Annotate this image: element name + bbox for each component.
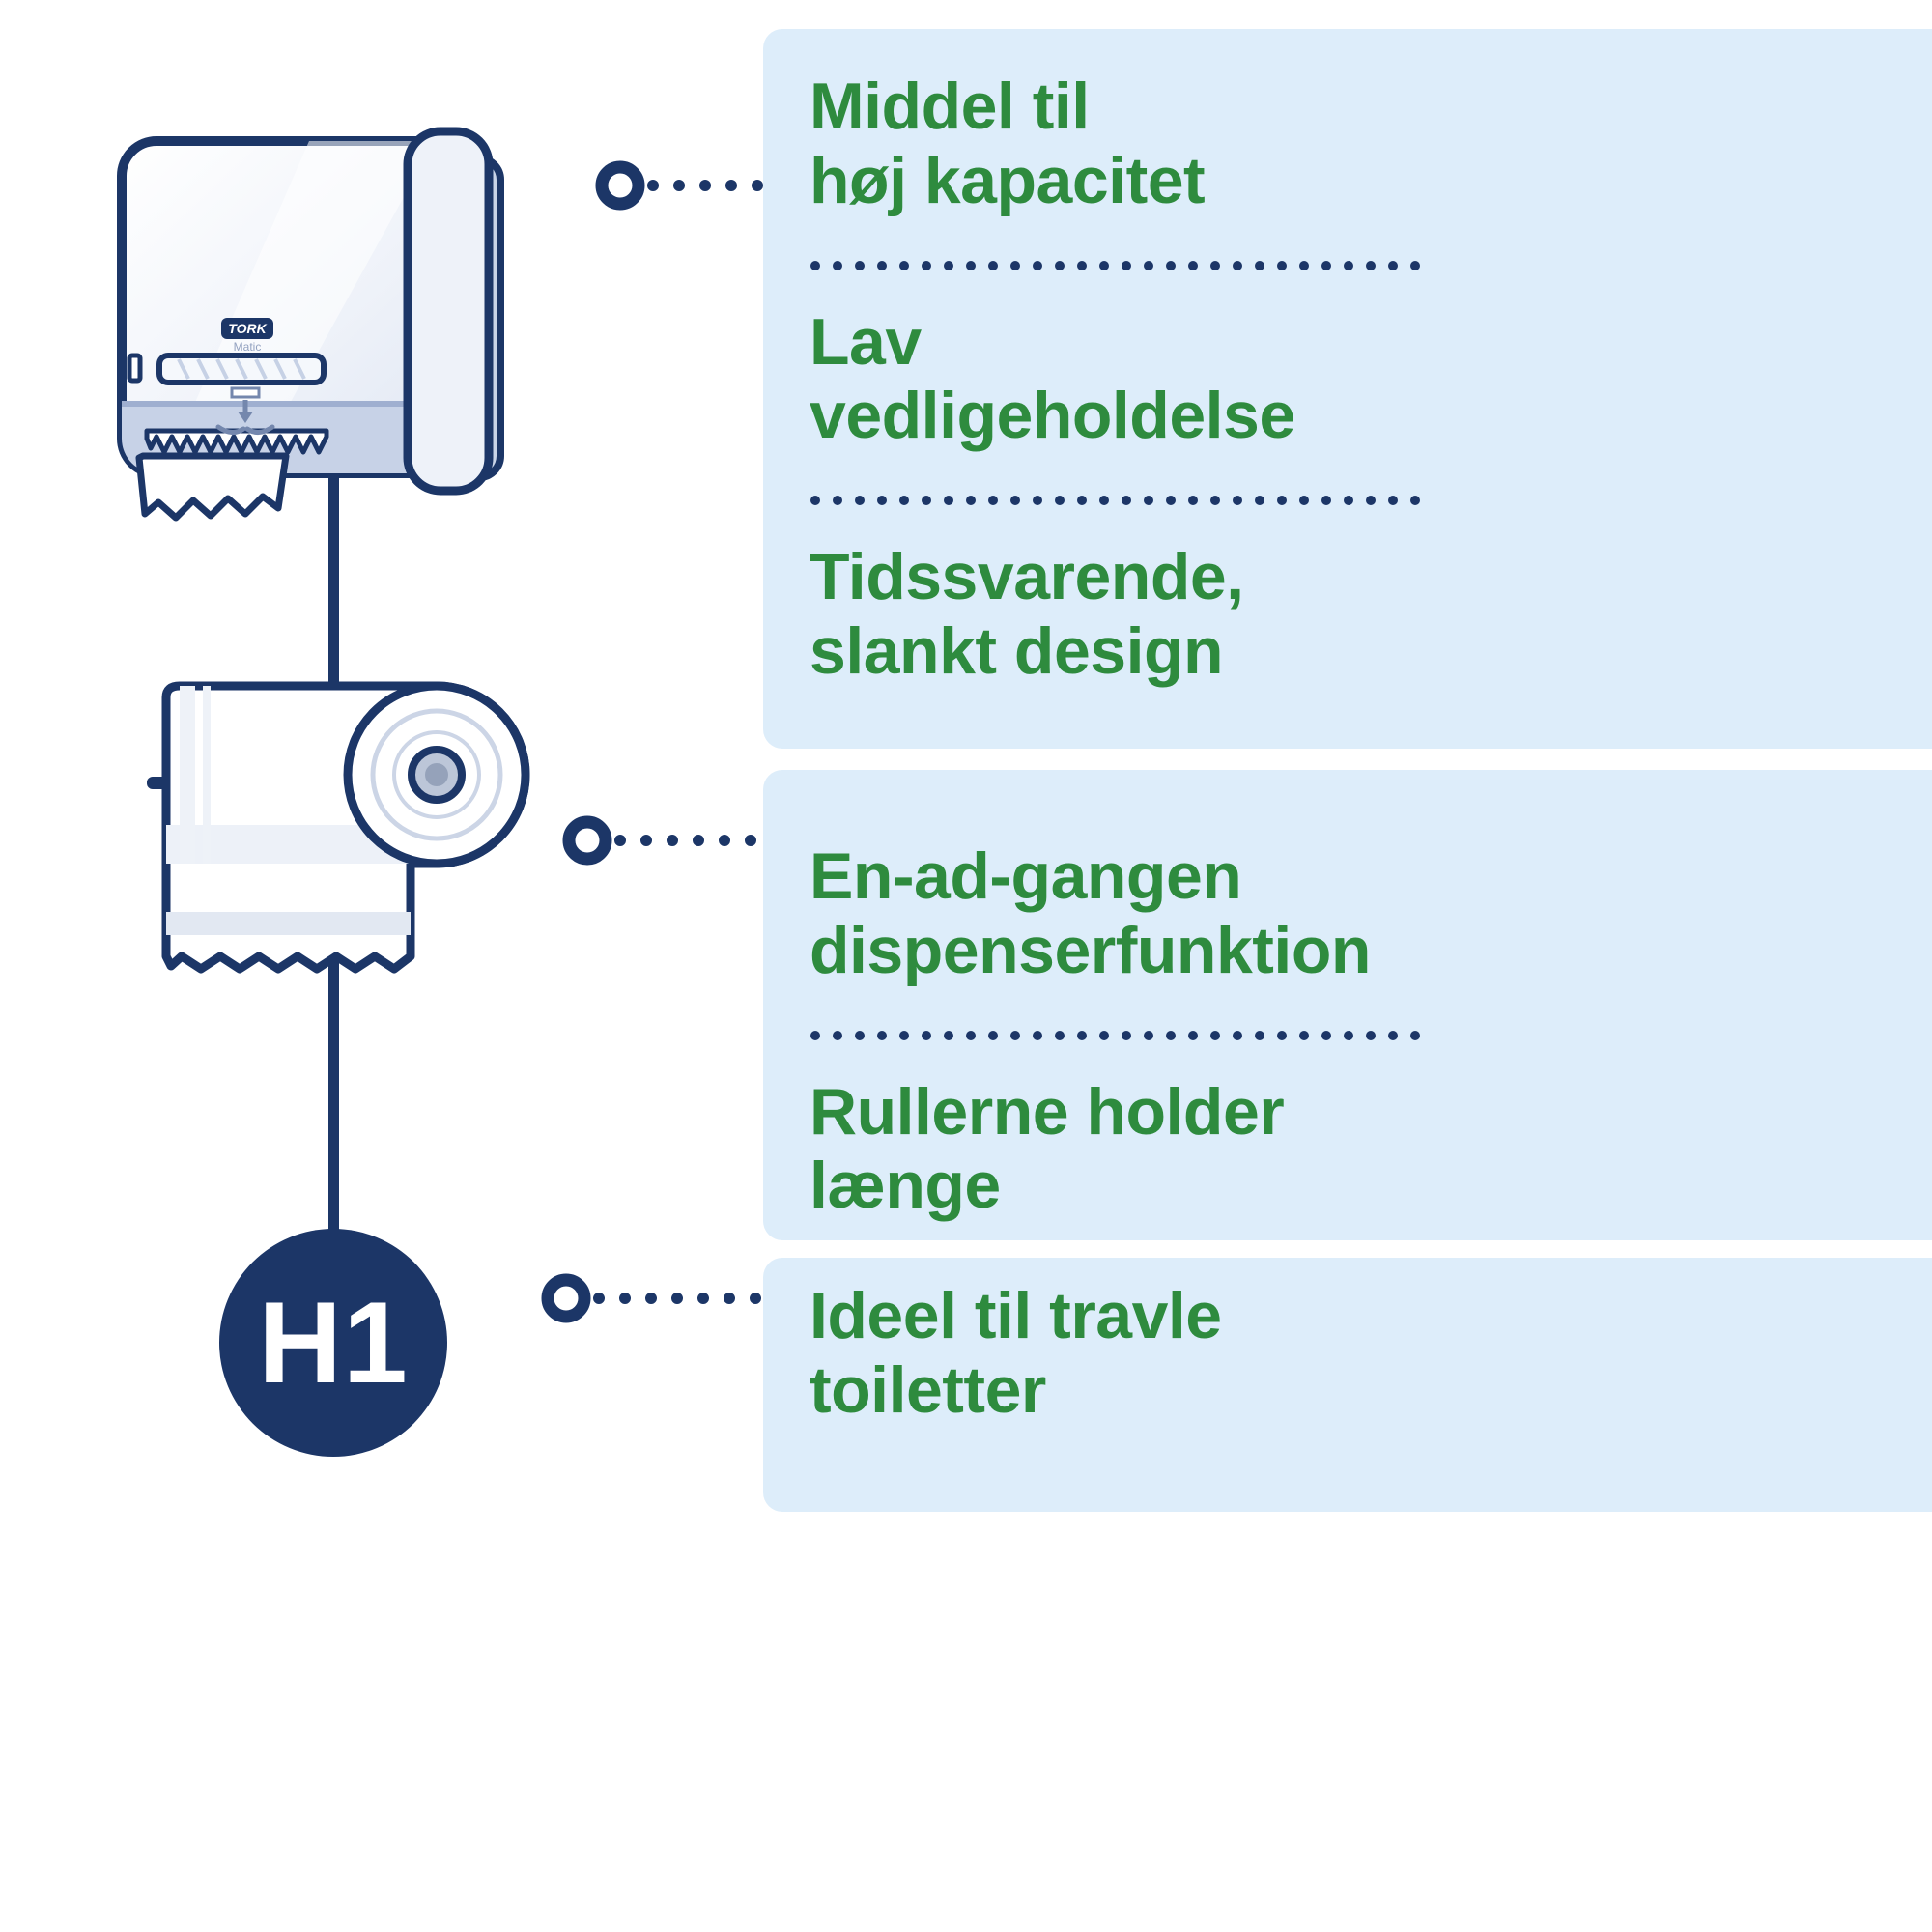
dotted-divider: [810, 259, 1903, 270]
feature-text: Tidssvarende, slankt design: [810, 540, 1244, 689]
feature-text: Ideel til travle toiletter: [810, 1279, 1222, 1427]
dotted-divider: [810, 494, 1903, 506]
roll-end-cap: [343, 681, 530, 868]
feature-text: Rullerne holder længe: [810, 1074, 1285, 1223]
feature-panel-system: Ideel til travle toiletter: [763, 1258, 1932, 1512]
feature-panel-roll: En-ad-gangen dispenserfunktion Rullerne …: [763, 770, 1932, 1240]
feature-text: Lav vedligeholdelse: [810, 304, 1295, 453]
side-indicator: [127, 353, 143, 384]
paper-outlet-slot: [156, 353, 327, 385]
feature-panel-dispenser: Middel til høj kapacitet Lav vedligehold…: [763, 29, 1932, 749]
serrated-edge: [144, 428, 329, 455]
callout-connector-roll: [562, 815, 769, 866]
matic-label: Matic: [234, 340, 262, 354]
connector-ring-icon: [595, 160, 645, 211]
h1-badge-label: H1: [258, 1278, 409, 1407]
dotted-divider: [810, 1029, 1903, 1040]
feature-text: Middel til høj kapacitet: [810, 70, 1206, 217]
paper-roll-illustration: [147, 681, 530, 974]
callout-connector-badge: [541, 1273, 769, 1323]
pull-paper-icon: [215, 386, 275, 435]
feature-text: En-ad-gangen dispenserfunktion: [810, 839, 1371, 987]
tork-logo-label: TORK: [228, 321, 267, 336]
connector-ring-icon: [562, 815, 612, 866]
roll-shading: [166, 686, 411, 935]
connector-ring-icon: [541, 1273, 591, 1323]
towel-sheet: [135, 452, 290, 522]
mounting-strap: [403, 127, 494, 496]
dispenser-illustration: TORK Matic: [117, 127, 504, 522]
h1-badge: H1: [219, 1229, 447, 1457]
callout-connector-dispenser: [595, 160, 780, 211]
tork-logo: TORK: [221, 318, 273, 339]
